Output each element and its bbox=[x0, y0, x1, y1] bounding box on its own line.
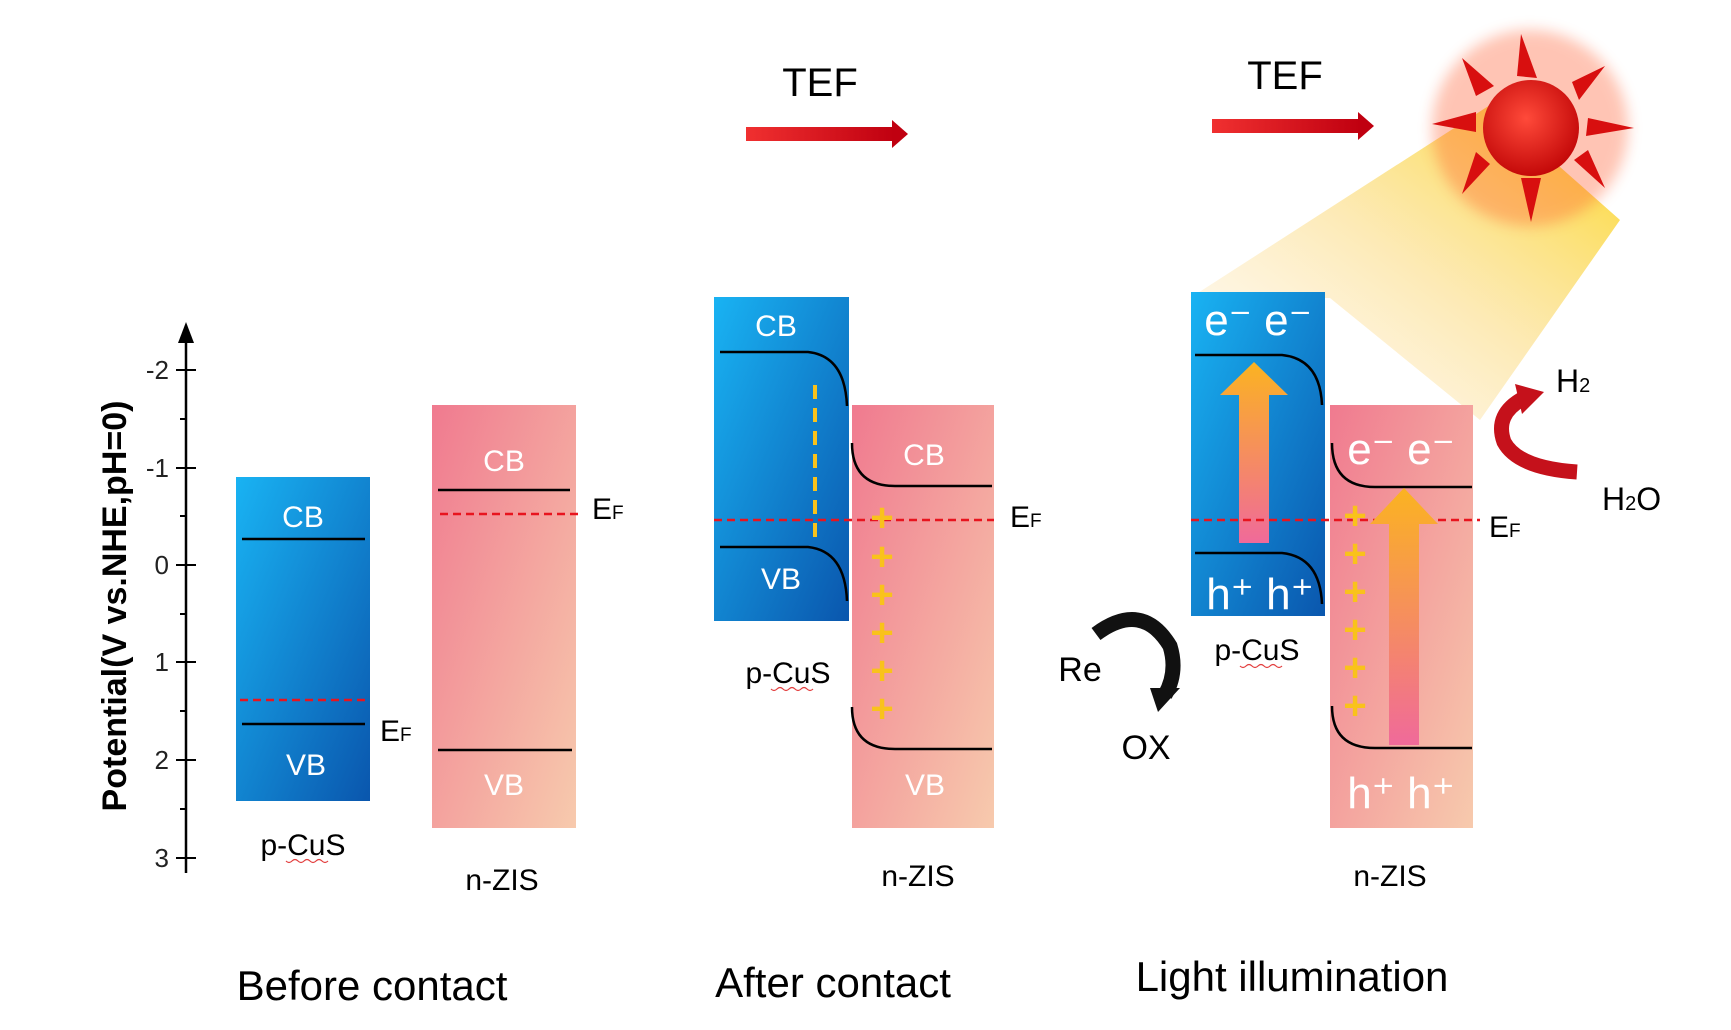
fermi-label: EF bbox=[380, 715, 412, 748]
zis-cb-bent-edge bbox=[1330, 442, 1472, 489]
plus-sign: + bbox=[870, 687, 893, 731]
plus-sign: + bbox=[870, 611, 893, 655]
h2-label: H2 bbox=[1556, 363, 1590, 399]
tef-arrow bbox=[1212, 112, 1374, 140]
panel-title: Light illumination bbox=[1136, 953, 1449, 1000]
tef-label: TEF bbox=[1247, 54, 1323, 98]
zis-name-label: n-ZIS bbox=[465, 864, 538, 897]
spellcheck-underline bbox=[1239, 663, 1283, 669]
plus-sign: + bbox=[1343, 684, 1366, 728]
tick-label: -2 bbox=[146, 355, 169, 385]
cus-cb-bent-edge bbox=[1195, 353, 1324, 406]
positive-charges: + + + + + + bbox=[870, 496, 893, 731]
zis-cb-label: CB bbox=[903, 439, 945, 472]
panel-before-contact: CB VB EF p-CuS CB VB EF n-ZIS Before con… bbox=[236, 405, 624, 1009]
oxidation-reaction: Re OX bbox=[1058, 612, 1181, 767]
cus-band-block bbox=[236, 477, 370, 801]
fermi-label: EF bbox=[592, 493, 624, 526]
cus-vb-bent-edge bbox=[720, 545, 849, 602]
spellcheck-underline bbox=[285, 858, 329, 864]
zis-name-label: n-ZIS bbox=[881, 860, 954, 893]
tef-arrow bbox=[746, 120, 908, 148]
sun-disc bbox=[1483, 80, 1579, 176]
tick-label: -1 bbox=[146, 453, 169, 483]
zis-vb-bent-edge bbox=[850, 706, 992, 751]
reductant-label: Re bbox=[1058, 651, 1101, 689]
fermi-label: EF bbox=[1010, 501, 1042, 534]
tick-label: 0 bbox=[155, 550, 169, 580]
plus-sign: + bbox=[1343, 532, 1366, 576]
excitation-arrow bbox=[1370, 488, 1438, 745]
zis-cb-label: CB bbox=[483, 445, 525, 478]
fermi-label: EF bbox=[1489, 511, 1521, 544]
plus-sign: + bbox=[870, 496, 893, 540]
zis-vb-label: VB bbox=[484, 769, 524, 802]
panel-title: After contact bbox=[715, 959, 951, 1006]
axis-minor-ticks bbox=[180, 418, 186, 810]
panel-title: Before contact bbox=[237, 962, 508, 1009]
curved-arrow-icon bbox=[1091, 612, 1181, 699]
excitation-arrow bbox=[1220, 362, 1288, 543]
axis-arrowhead bbox=[178, 322, 194, 343]
axis-major-ticks bbox=[176, 369, 196, 859]
zis-vb-label: VB bbox=[905, 769, 945, 802]
panel-after-contact: TEF CB VB p-CuS CB VB EF n-ZIS + + + + +… bbox=[714, 61, 1042, 1006]
axis-tick-labels: -2 -1 0 1 2 3 bbox=[146, 355, 169, 873]
cus-cb-bent-edge bbox=[720, 350, 849, 407]
plus-sign: + bbox=[1343, 608, 1366, 652]
curved-arrow-icon bbox=[1494, 391, 1578, 480]
plus-sign: + bbox=[870, 535, 893, 579]
tick-label: 2 bbox=[155, 745, 169, 775]
plus-sign: + bbox=[1343, 646, 1366, 690]
tef-label: TEF bbox=[782, 61, 858, 105]
cus-holes-label: h⁺ h⁺ bbox=[1206, 570, 1314, 619]
zis-band-block bbox=[852, 405, 994, 828]
zis-band-block bbox=[432, 405, 576, 828]
cus-vb-label: VB bbox=[761, 563, 801, 596]
zis-vb-bent-edge bbox=[1330, 705, 1472, 750]
cus-cb-label: CB bbox=[282, 501, 324, 534]
oxidized-label: OX bbox=[1121, 729, 1170, 767]
cus-vb-bent-edge bbox=[1195, 551, 1324, 605]
zis-name-label: n-ZIS bbox=[1353, 860, 1426, 893]
tick-label: 3 bbox=[155, 843, 169, 873]
zis-holes-label: h⁺ h⁺ bbox=[1347, 769, 1455, 818]
plus-sign: + bbox=[1343, 494, 1366, 538]
panel-light-illumination: TEF e⁻ e⁻ h⁺ h⁺ p-CuS e⁻ e⁻ h⁺ h⁺ EF n-Z… bbox=[1058, 30, 1661, 1000]
plus-sign: + bbox=[870, 573, 893, 617]
potential-axis: -2 -1 0 1 2 3 Potential(V vs.NHE,pH=0) bbox=[96, 322, 196, 873]
positive-charges: + + + + + + bbox=[1343, 494, 1366, 728]
h2o-label: H2O bbox=[1602, 481, 1661, 517]
sun-icon bbox=[1432, 30, 1634, 226]
cus-name-label: p-CuS bbox=[745, 657, 830, 690]
cus-electrons-label: e⁻ e⁻ bbox=[1204, 296, 1312, 345]
cus-name-label: p-CuS bbox=[260, 829, 345, 862]
cus-vb-label: VB bbox=[286, 749, 326, 782]
tick-label: 1 bbox=[155, 647, 169, 677]
plus-sign: + bbox=[870, 649, 893, 693]
plus-sign: + bbox=[1343, 570, 1366, 614]
hydrogen-evolution-reaction: H2 H2O bbox=[1494, 363, 1661, 517]
cus-name-label: p-CuS bbox=[1214, 634, 1299, 667]
spellcheck-underline bbox=[770, 686, 814, 692]
cus-cb-label: CB bbox=[755, 310, 797, 343]
axis-label: Potential(V vs.NHE,pH=0) bbox=[96, 401, 134, 812]
zis-electrons-label: e⁻ e⁻ bbox=[1347, 425, 1455, 474]
zis-cb-bent-edge bbox=[850, 442, 992, 488]
